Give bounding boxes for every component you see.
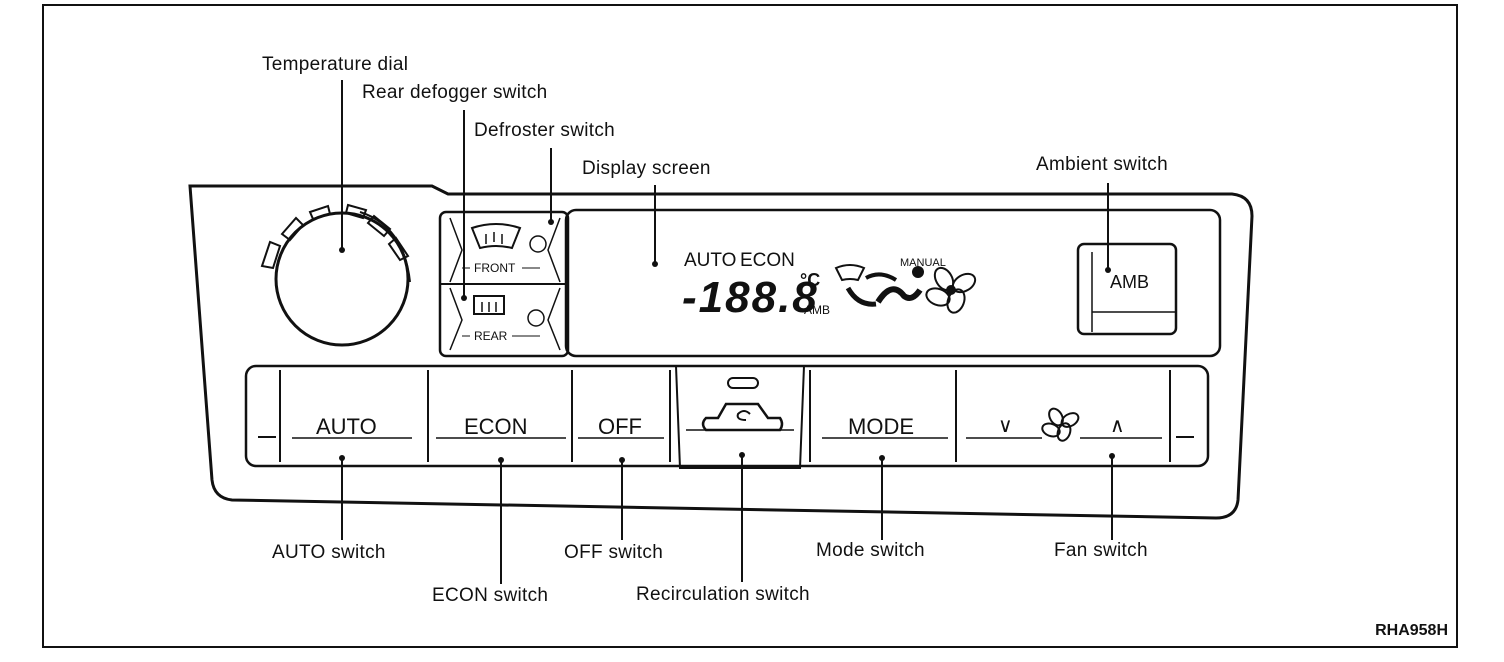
econ-button[interactable] xyxy=(430,368,570,464)
callout-rear-defogger-switch: Rear defogger switch xyxy=(362,82,548,103)
mode-button-label: MODE xyxy=(848,414,914,439)
callout-defroster-switch: Defroster switch xyxy=(474,120,616,141)
defroster-button[interactable] xyxy=(470,223,547,253)
econ-button-label: ECON xyxy=(464,414,528,439)
defog-panel xyxy=(438,210,570,358)
panel-housing xyxy=(188,184,1254,520)
rear-defogger-indicator xyxy=(527,309,545,327)
temperature-dial[interactable] xyxy=(260,203,411,347)
front-defrost-icon xyxy=(470,223,522,250)
callout-ambient-switch: Ambient switch xyxy=(1036,154,1168,175)
amb-button-label: AMB xyxy=(1110,272,1149,292)
fan-down-label: ∨ xyxy=(998,415,1013,437)
leader-lines xyxy=(341,80,1113,584)
fan-up-button[interactable] xyxy=(1076,368,1168,464)
lcd-temperature: -188.8 xyxy=(682,273,819,322)
defroster-indicator xyxy=(529,235,547,253)
display-screen xyxy=(564,208,1222,358)
rear-label: REAR xyxy=(474,329,508,343)
lcd-manual: MANUAL xyxy=(900,257,946,269)
diagram-frame xyxy=(42,4,1458,648)
off-button[interactable] xyxy=(574,368,668,464)
callout-mode-switch: Mode switch xyxy=(816,540,925,561)
lcd-econ: ECON xyxy=(740,250,795,271)
callout-auto-switch: AUTO switch xyxy=(272,542,386,563)
lcd-unit: °C xyxy=(800,270,820,290)
callout-econ-switch: ECON switch xyxy=(432,585,549,606)
rear-defogger-button[interactable] xyxy=(473,295,545,327)
button-bar xyxy=(244,364,1210,469)
front-label: FRONT xyxy=(474,261,516,275)
fan-icon xyxy=(1041,407,1080,442)
lcd-fan-icon xyxy=(925,266,977,314)
figure-id: RHA958H xyxy=(1375,622,1448,639)
fan-down-button[interactable] xyxy=(958,368,1048,464)
callout-recirculation-switch: Recirculation switch xyxy=(636,584,810,605)
lcd-amb: AMB xyxy=(804,303,830,317)
auto-button-label: AUTO xyxy=(316,414,377,439)
callout-display-screen: Display screen xyxy=(582,158,711,179)
callout-temperature-dial: Temperature dial xyxy=(262,54,409,75)
ambient-button[interactable] xyxy=(1076,242,1178,336)
recirculation-indicator xyxy=(727,377,759,389)
car-recirculation-icon xyxy=(701,402,784,432)
mode-button[interactable] xyxy=(812,368,954,464)
lcd-airflow-icon xyxy=(834,264,924,307)
rear-defog-icon xyxy=(473,295,505,315)
callout-fan-switch: Fan switch xyxy=(1054,540,1148,561)
callout-off-switch: OFF switch xyxy=(564,542,664,563)
off-button-label: OFF xyxy=(598,414,642,439)
auto-button[interactable] xyxy=(282,368,426,464)
recirculation-button[interactable] xyxy=(701,377,784,432)
leader-dots xyxy=(339,219,1115,463)
fan-up-label: ∧ xyxy=(1110,415,1125,437)
lcd-auto: AUTO xyxy=(684,250,736,271)
